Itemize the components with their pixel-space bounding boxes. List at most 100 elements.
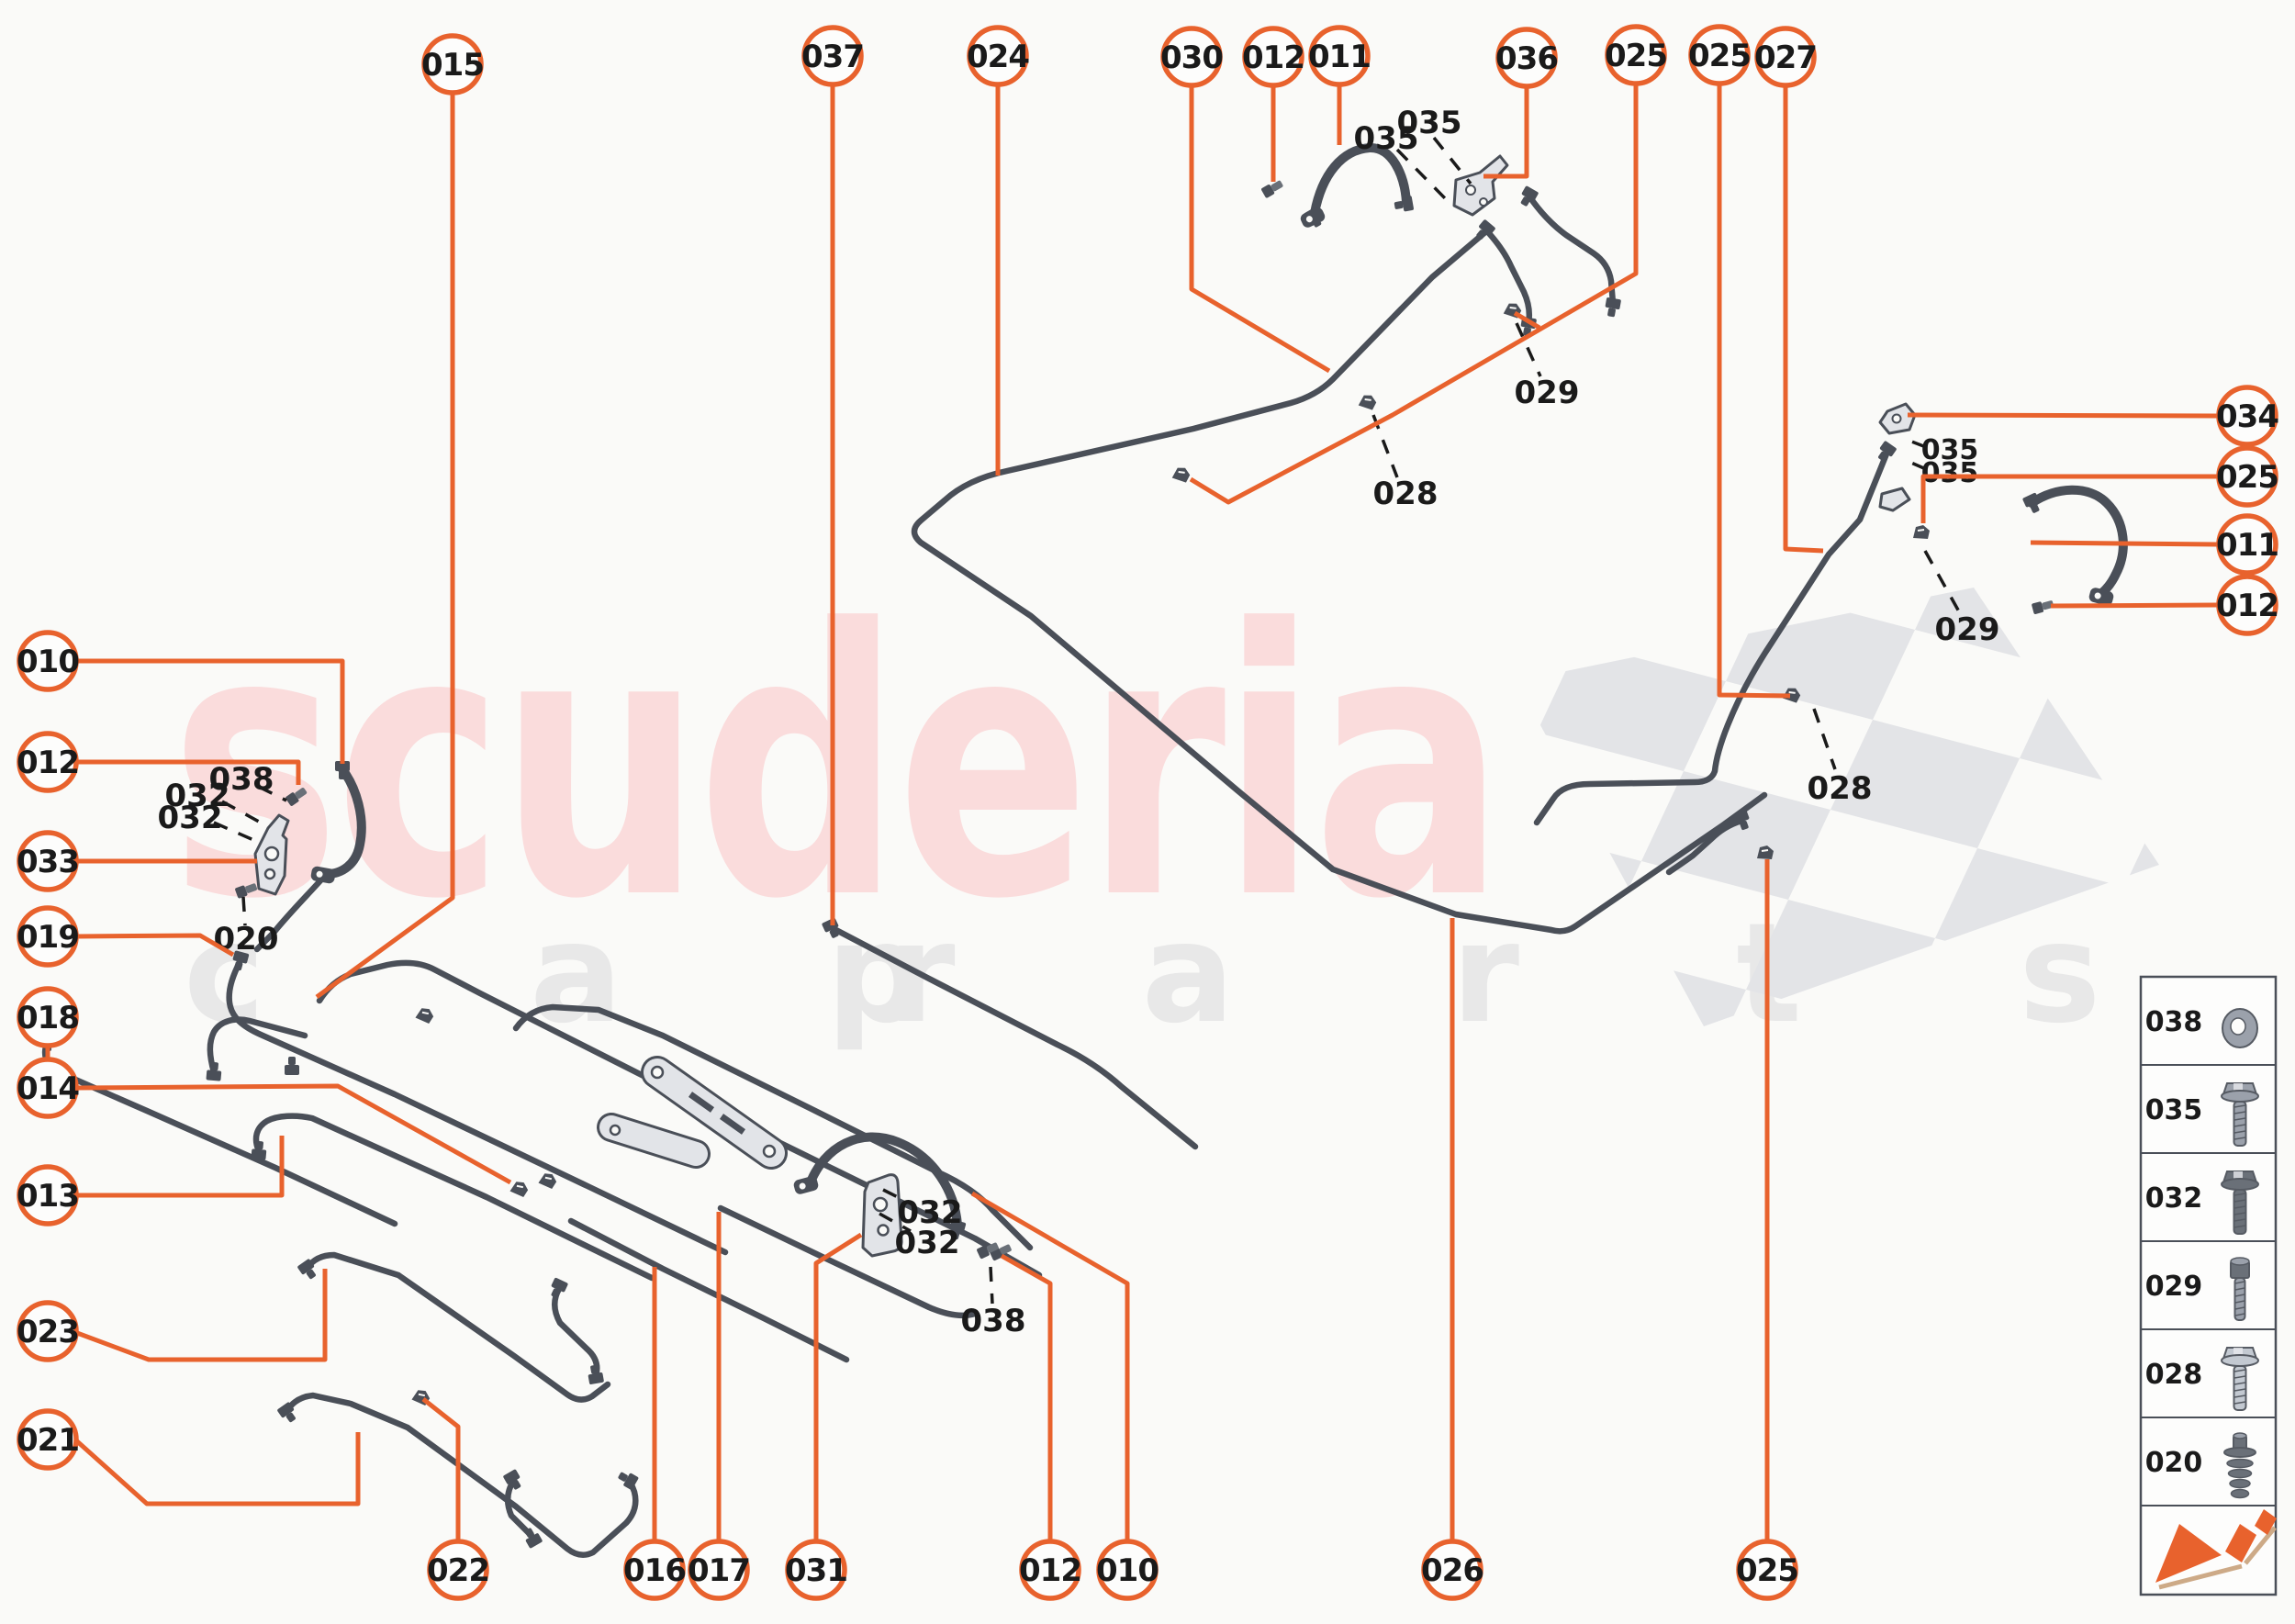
callout-025-11[interactable]: 025 bbox=[1920, 445, 2279, 523]
flange-bolt-light-icon bbox=[2221, 1347, 2259, 1411]
callout-012-13[interactable]: 012 bbox=[2050, 574, 2279, 636]
pipe-fitting bbox=[524, 1528, 543, 1549]
callout-circle[interactable] bbox=[1019, 1539, 1081, 1601]
callout-circle[interactable] bbox=[2216, 445, 2278, 508]
callout-number: 023 bbox=[17, 1314, 79, 1350]
callout-circle[interactable] bbox=[2216, 513, 2278, 576]
callout-016-24[interactable]: 016 bbox=[623, 1267, 687, 1601]
legend-part-number: 029 bbox=[2145, 1271, 2203, 1303]
part-label: 032 bbox=[158, 800, 223, 836]
callout-circle[interactable] bbox=[785, 1539, 847, 1601]
callout-number: 010 bbox=[17, 644, 79, 680]
callout-number: 011 bbox=[2216, 527, 2278, 564]
callout-026-29[interactable]: 026 bbox=[1421, 918, 1484, 1601]
callout-011-12[interactable]: 011 bbox=[2030, 513, 2279, 576]
callout-circle[interactable] bbox=[1605, 24, 1667, 86]
brake-hose bbox=[805, 1132, 962, 1229]
part-label: 035 bbox=[1921, 434, 1979, 466]
legend-row-038[interactable]: 038 bbox=[2145, 1006, 2258, 1048]
callout-025-8[interactable]: 025 bbox=[1688, 24, 1791, 699]
callout-number: 025 bbox=[1688, 38, 1751, 74]
callout-circle[interactable] bbox=[17, 905, 79, 968]
callout-circle[interactable] bbox=[17, 1408, 79, 1471]
callout-number: 026 bbox=[1421, 1552, 1483, 1589]
callout-circle[interactable] bbox=[421, 33, 484, 95]
callout-circle[interactable] bbox=[1736, 1539, 1798, 1601]
pipe bbox=[253, 874, 327, 953]
leader-line bbox=[315, 94, 455, 1000]
legend-row-020[interactable]: 020 bbox=[2141, 1417, 2276, 1499]
callout-circle[interactable] bbox=[17, 630, 79, 692]
callout-circle[interactable] bbox=[1421, 1539, 1483, 1601]
pipe-clip bbox=[538, 1173, 557, 1189]
banjo-fitting bbox=[2088, 588, 2114, 606]
callout-circle[interactable] bbox=[17, 731, 79, 793]
callout-022-23[interactable]: 022 bbox=[421, 1397, 490, 1601]
callout-014-19[interactable]: 014 bbox=[17, 1057, 512, 1185]
callout-number: 027 bbox=[1754, 39, 1817, 76]
callout-037-1[interactable]: 037 bbox=[801, 25, 865, 925]
callout-circle[interactable] bbox=[17, 986, 79, 1048]
banjo-fitting bbox=[1300, 207, 1326, 228]
part-label: 035 bbox=[1921, 457, 1979, 489]
callout-018-18[interactable]: 018 bbox=[17, 986, 80, 1058]
watermark-scuderia: scuderia bbox=[170, 552, 1500, 980]
callout-015-0[interactable]: 015 bbox=[315, 33, 485, 1000]
part-label: 028 bbox=[1373, 476, 1439, 512]
callout-circle[interactable] bbox=[17, 1300, 79, 1362]
callout-010-28[interactable]: 010 bbox=[970, 1191, 1159, 1601]
callout-number: 021 bbox=[17, 1422, 79, 1459]
callout-circle[interactable] bbox=[2216, 385, 2278, 447]
dashed-leader-line bbox=[989, 1266, 994, 1305]
callout-circle[interactable] bbox=[2216, 574, 2278, 636]
callout-number: 024 bbox=[967, 39, 1029, 75]
callout-017-25[interactable]: 017 bbox=[688, 1212, 751, 1601]
callout-011-5[interactable]: 011 bbox=[1308, 25, 1371, 145]
callout-circle[interactable] bbox=[967, 25, 1029, 87]
pipe-fitting bbox=[1605, 297, 1621, 318]
pipe bbox=[1533, 448, 1891, 826]
legend-row-029[interactable]: 029 bbox=[2141, 1240, 2276, 1321]
callout-013-20[interactable]: 013 bbox=[17, 1136, 285, 1226]
callout-circle[interactable] bbox=[801, 25, 864, 87]
brake-hose bbox=[1310, 143, 1411, 218]
callout-circle[interactable] bbox=[427, 1539, 489, 1601]
callout-circle[interactable] bbox=[1495, 27, 1558, 89]
callout-circle[interactable] bbox=[688, 1539, 750, 1601]
callout-012-15[interactable]: 012 bbox=[17, 731, 301, 793]
callout-circle[interactable] bbox=[17, 1164, 79, 1226]
callout-circle[interactable] bbox=[1160, 26, 1223, 88]
callout-circle[interactable] bbox=[17, 1057, 79, 1119]
callout-circle[interactable] bbox=[1754, 26, 1817, 88]
callout-019-17[interactable]: 019 bbox=[17, 905, 235, 968]
leader-line bbox=[2050, 602, 2219, 609]
callout-025-7[interactable]: 025 bbox=[1189, 24, 1668, 505]
callout-circle[interactable] bbox=[1308, 25, 1371, 87]
callout-031-26[interactable]: 031 bbox=[785, 1232, 863, 1601]
callout-012-27[interactable]: 012 bbox=[1000, 1253, 1082, 1601]
legend-row-032[interactable]: 032 bbox=[2141, 1152, 2276, 1235]
callout-024-2[interactable]: 024 bbox=[967, 25, 1030, 476]
callout-circle[interactable] bbox=[1096, 1539, 1159, 1601]
callout-circle[interactable] bbox=[623, 1539, 686, 1601]
callout-036-6[interactable]: 036 bbox=[1483, 27, 1559, 179]
callout-circle[interactable] bbox=[17, 830, 79, 892]
callout-030-3[interactable]: 030 bbox=[1160, 26, 1331, 374]
callout-025-30[interactable]: 025 bbox=[1736, 859, 1799, 1601]
leader-line bbox=[1907, 412, 2219, 419]
pipe-clip bbox=[415, 1008, 434, 1024]
callout-027-9[interactable]: 027 bbox=[1754, 26, 1824, 554]
leader-line bbox=[813, 1232, 863, 1540]
callout-circle[interactable] bbox=[1688, 24, 1751, 86]
checkered-flag-watermark bbox=[1517, 588, 2159, 1026]
callout-010-14[interactable]: 010 bbox=[17, 630, 345, 764]
callout-033-16[interactable]: 033 bbox=[17, 830, 257, 892]
callout-number: 014 bbox=[17, 1070, 79, 1107]
callout-021-22[interactable]: 021 bbox=[17, 1408, 361, 1506]
legend-row-035[interactable]: 035 bbox=[2141, 1064, 2276, 1147]
legend-row-028[interactable]: 028 bbox=[2141, 1328, 2276, 1411]
callout-circle[interactable] bbox=[1242, 26, 1304, 88]
callout-034-10[interactable]: 034 bbox=[1907, 385, 2279, 447]
callout-012-4[interactable]: 012 bbox=[1242, 26, 1305, 182]
callout-023-21[interactable]: 023 bbox=[17, 1269, 328, 1362]
